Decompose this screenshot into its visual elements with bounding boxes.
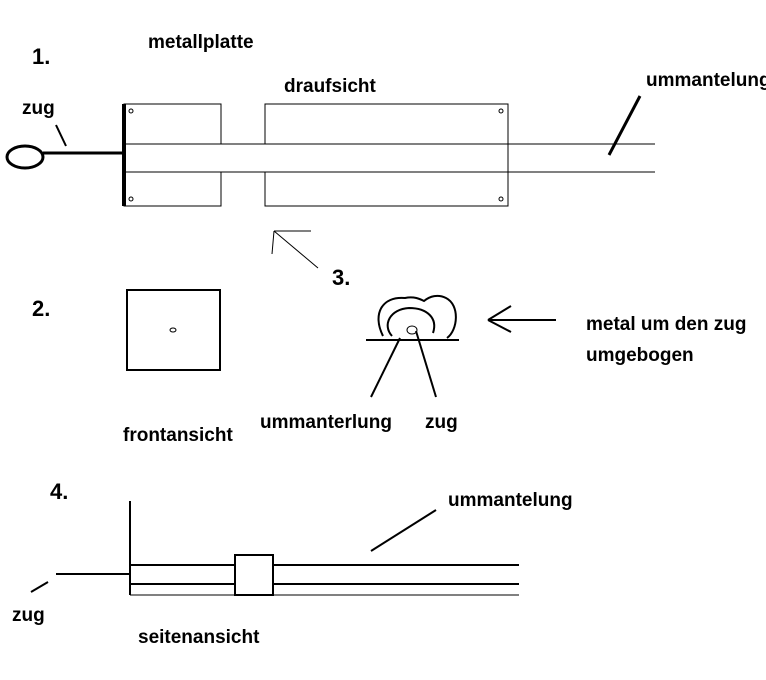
front-hole [169, 327, 177, 333]
view-3-arrow [271, 230, 319, 269]
label-zug-side: zug [12, 605, 45, 626]
label-metal-bent-line1: metal um den zug [586, 314, 746, 335]
label-seitenansicht: seitenansicht [138, 627, 260, 648]
bent-metal-outline [377, 294, 457, 339]
ummanterlung-pointer [370, 337, 401, 398]
metal-plate-outline [123, 103, 509, 207]
label-ummantelung-side: ummantelung [448, 490, 573, 511]
view-3-number: 3. [332, 265, 350, 290]
label-draufsicht: draufsicht [284, 76, 377, 97]
zug-pointer-side [30, 581, 49, 593]
sheath-section [386, 306, 436, 337]
cable-section [406, 325, 418, 335]
view-2-number: 2. [32, 296, 50, 321]
label-ummanterlung: ummanterlung [260, 412, 392, 433]
screw-hole [128, 196, 134, 202]
view-2-front-view: 2. frontansicht [32, 289, 233, 446]
zug-pointer-section [415, 330, 437, 398]
label-ummantelung-top: ummantelung [646, 70, 766, 91]
screw-hole [498, 108, 504, 114]
view-4-side-view: 4. ummantelung zug seitenansicht [12, 479, 573, 648]
view-4-number: 4. [50, 479, 68, 504]
view-1-top-view: 1. metallplatte draufsicht zug ummantelu… [5, 32, 766, 269]
ummantelung-pointer-side [370, 509, 437, 552]
view-1-number: 1. [32, 44, 50, 69]
zug-pointer-top [55, 124, 67, 147]
side-clamp-block [234, 554, 274, 596]
screw-hole [128, 108, 134, 114]
label-metallplatte: metallplatte [148, 32, 254, 53]
view-3-cross-section: 3. ummanterlung zug metal um den zug umg… [260, 265, 746, 433]
front-plate [126, 289, 221, 371]
ummantelung-pointer-top [607, 95, 642, 156]
bent-metal-arrow [487, 305, 556, 333]
pull-ring [5, 144, 45, 170]
label-zug-top: zug [22, 98, 55, 119]
label-frontansicht: frontansicht [123, 425, 233, 446]
label-zug-section: zug [425, 412, 458, 433]
screw-hole [498, 196, 504, 202]
label-metal-bent-line2: umgebogen [586, 345, 694, 366]
